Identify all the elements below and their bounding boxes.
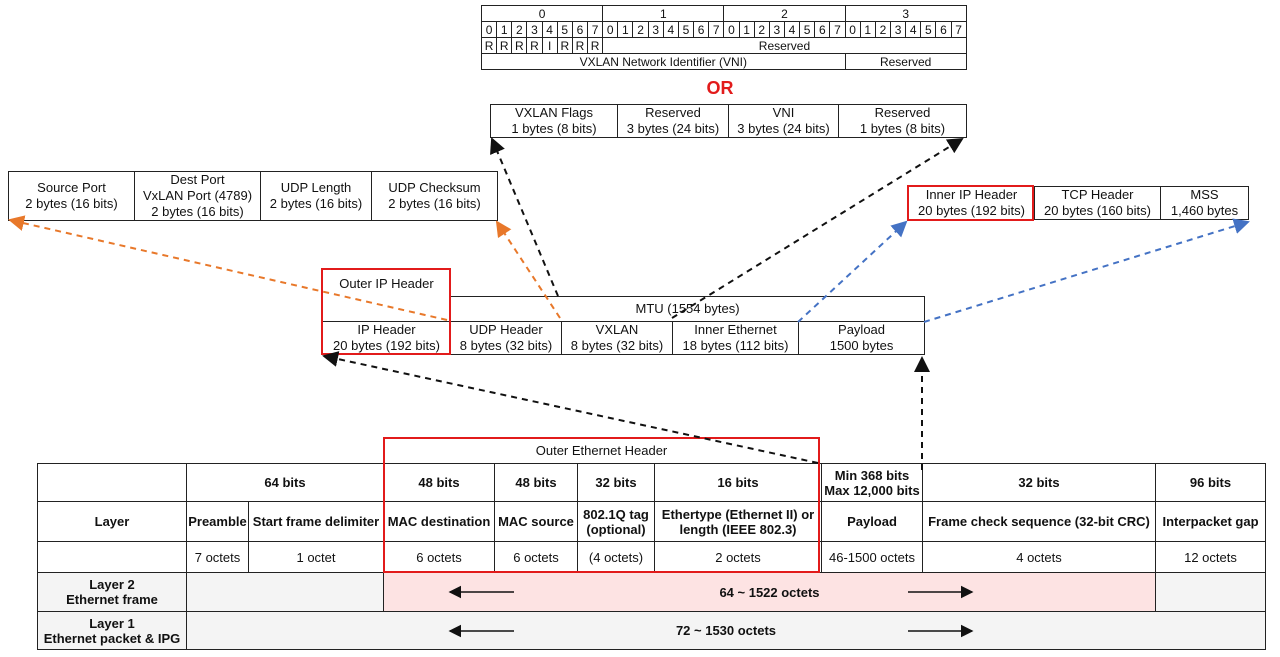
octet-cell: 6 octets xyxy=(383,541,495,573)
vni-row: VXLAN Network Identifier (VNI) Reserved xyxy=(481,53,967,70)
octets-row: 7 octets 1 octet 6 octets 6 octets (4 oc… xyxy=(37,541,1266,573)
octet-cell: 46-1500 octets xyxy=(821,541,923,573)
outer-ethernet-highlight xyxy=(383,437,820,573)
field-fcs: Frame check sequence (32-bit CRC) xyxy=(922,501,1156,542)
field-mac-source: MAC source xyxy=(494,501,578,542)
bits-row: 64 bits 48 bits 48 bits 32 bits 16 bits … xyxy=(37,463,1266,502)
byte-index-row: 0 1 2 3 xyxy=(480,5,967,22)
reserved-field: Reserved xyxy=(602,37,967,54)
outer-ip-header-label: Outer IP Header xyxy=(339,276,434,291)
bits-cell: 48 bits xyxy=(494,463,578,502)
arrow-ethernet-to-ip-header xyxy=(322,351,819,464)
arrow-udp-to-source-port xyxy=(8,215,448,321)
arrow-vxlan-to-flags xyxy=(490,137,559,297)
ethernet-frame-table: 64 bits 48 bits 48 bits 32 bits 16 bits … xyxy=(37,463,1266,650)
layer1-range: 72 ~ 1530 octets xyxy=(186,611,1266,650)
inner-ip-highlight xyxy=(907,185,1034,221)
bits-cell: 32 bits xyxy=(577,463,655,502)
octet-cell: 12 octets xyxy=(1155,541,1266,573)
octet-cell: 1 octet xyxy=(248,541,384,573)
or-label: OR xyxy=(706,78,734,98)
field-ipg: Interpacket gap xyxy=(1155,501,1266,542)
arrow-payload-to-mss xyxy=(923,218,1250,323)
outer-ip-highlight xyxy=(321,268,451,355)
arrow-udp-to-checksum xyxy=(495,220,561,319)
octet-cell: 6 octets xyxy=(494,541,578,573)
outer-ethernet-label: Outer Ethernet Header xyxy=(535,443,668,458)
flag-bit: R xyxy=(586,37,604,54)
reserved-field: Reserved xyxy=(844,53,967,70)
field-payload: Payload xyxy=(821,501,923,542)
field-8021q: 802.1Q tag(optional) xyxy=(577,501,655,542)
field-sfd: Start frame delimiter xyxy=(248,501,384,542)
arrow-inner-to-ip xyxy=(797,220,908,323)
arrow-vxlan-to-reserved xyxy=(671,137,964,319)
fields-row: Layer Preamble Start frame delimiter MAC… xyxy=(37,501,1266,542)
vni-field: VXLAN Network Identifier (VNI) xyxy=(481,53,846,70)
